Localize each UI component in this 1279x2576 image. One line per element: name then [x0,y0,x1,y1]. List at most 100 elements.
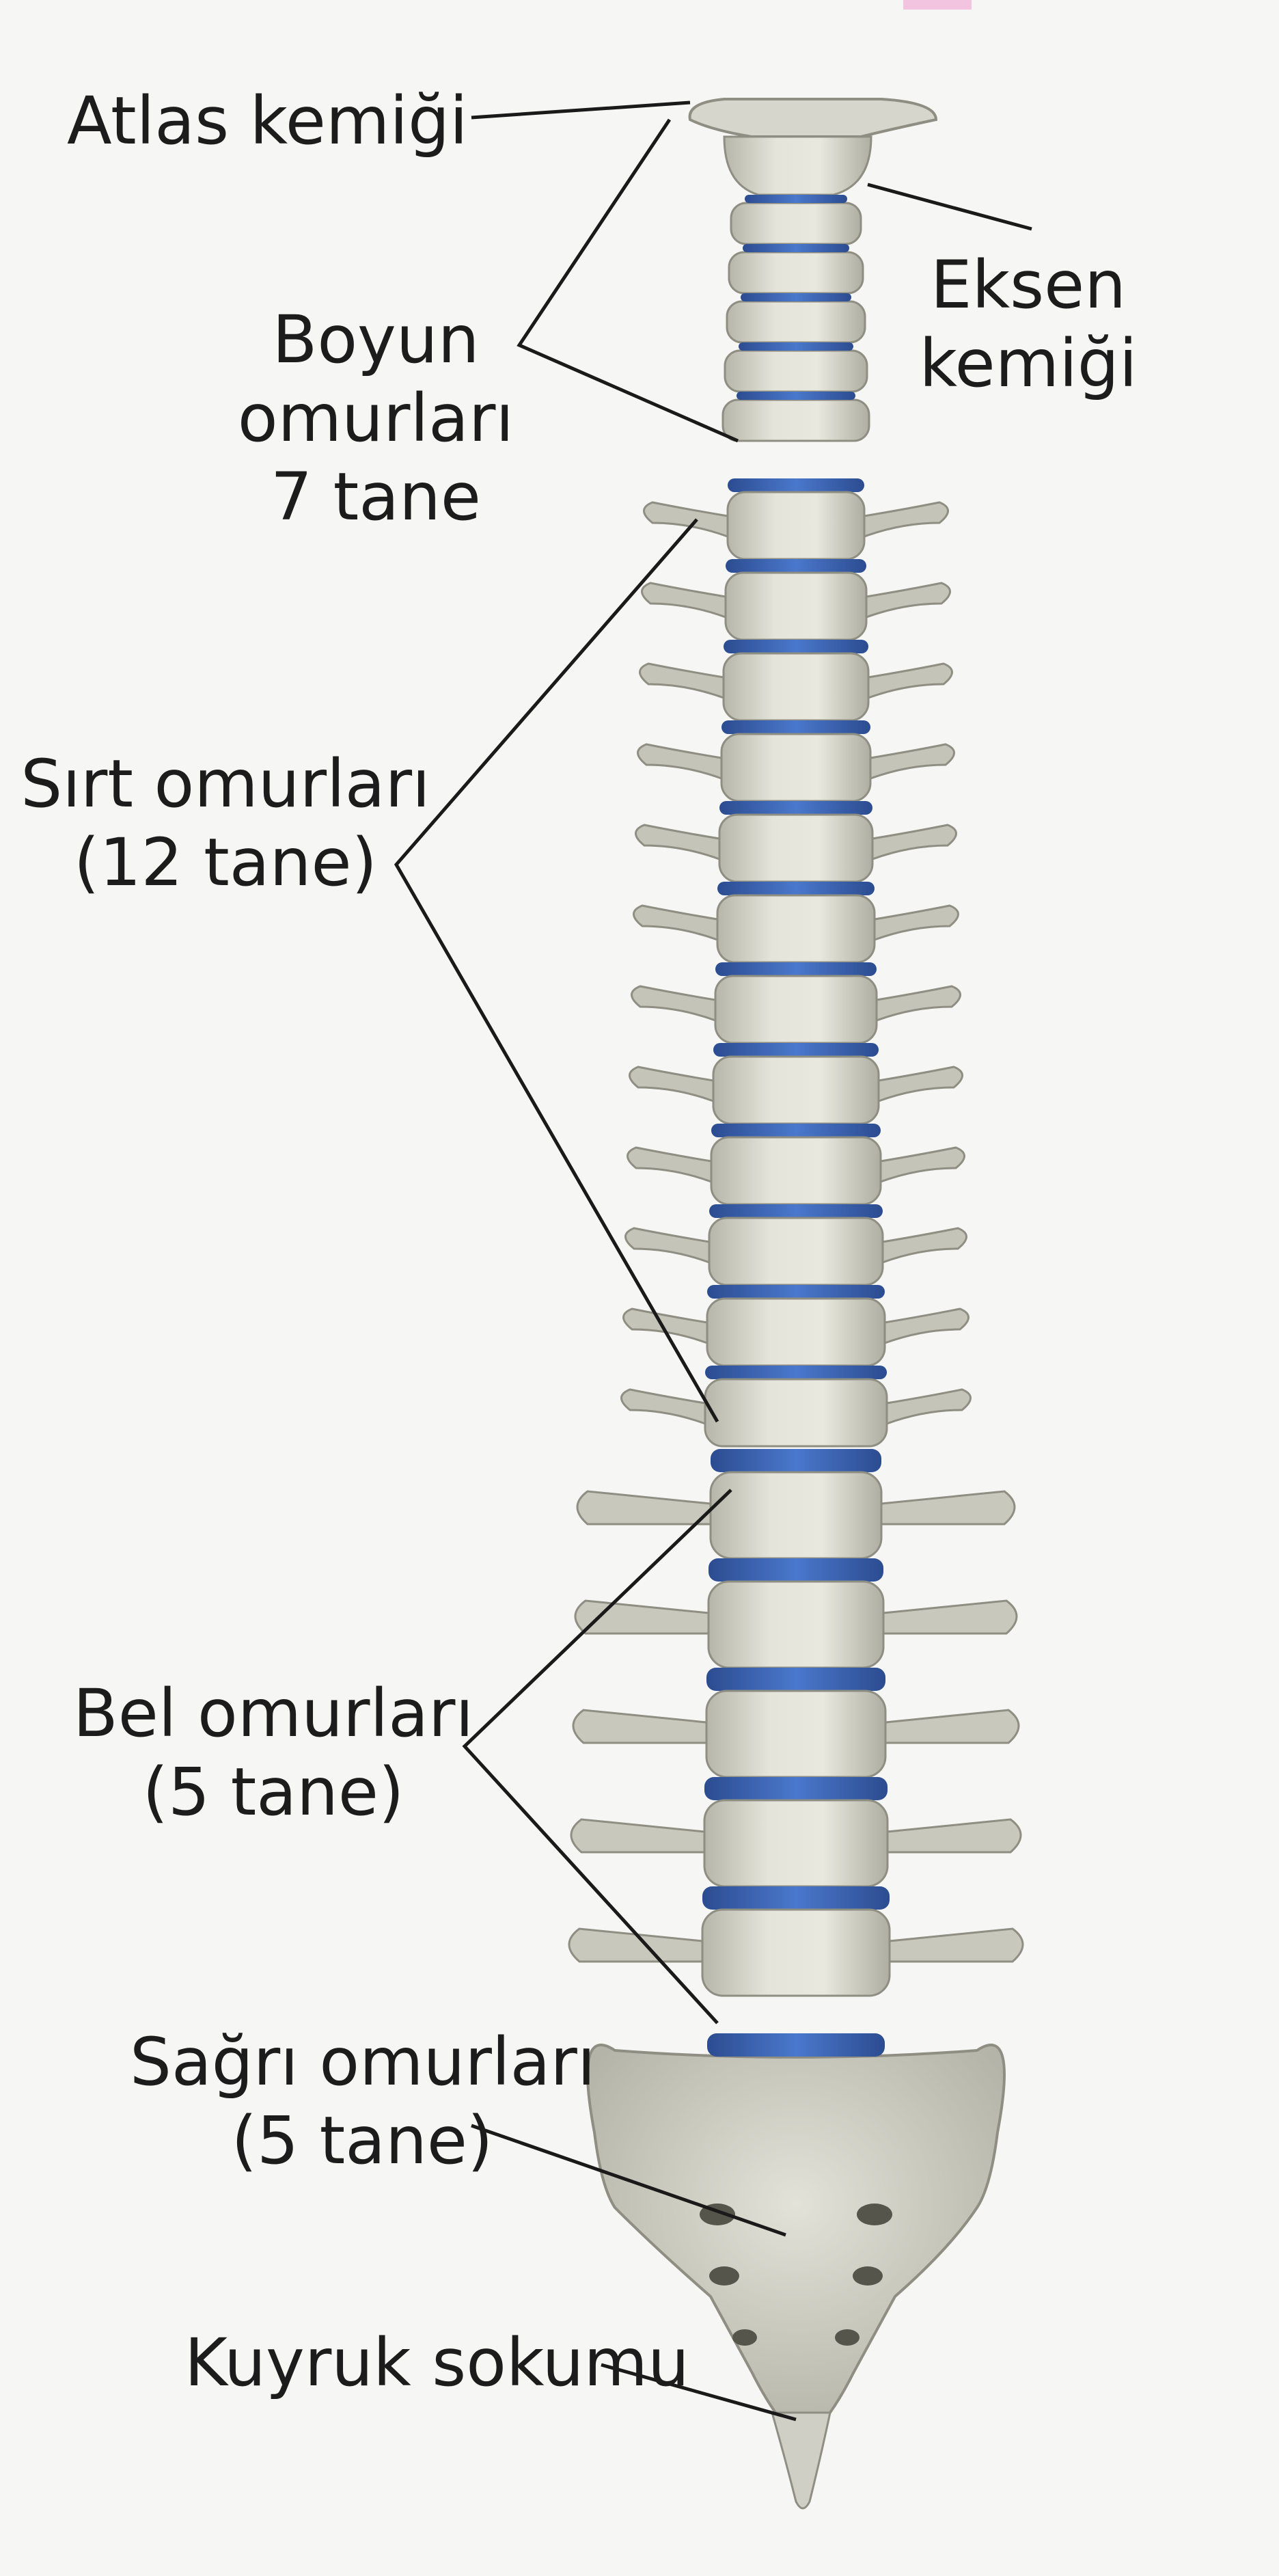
intervertebral-disc [704,1777,888,1800]
transverse-process [863,501,949,539]
intervertebral-disc [719,801,872,815]
transverse-process [643,501,729,539]
lumbar-label: Bel omurları (5 tane) [68,1675,478,1832]
atlas-leader-line [471,100,691,120]
thoracic-vertebra [720,733,872,802]
sacral-foramen [732,2329,757,2346]
transverse-process [622,1307,709,1345]
intervertebral-disc [711,1449,881,1472]
thoracic-label-line2: (12 tane) [74,824,377,901]
intervertebral-disc [743,244,849,252]
intervertebral-disc [724,640,868,653]
transverse-process [886,1818,1022,1854]
lumbar-vertebra [701,1908,891,1997]
sacral-leader-line [471,2124,786,2237]
transverse-process [880,1490,1016,1526]
cervical-vertebra [730,202,862,245]
transverse-process [576,1490,712,1526]
intervertebral-disc [726,559,866,573]
cervical-vertebra [724,349,868,393]
intervertebral-disc [711,1124,881,1137]
cervical-label-line3: 7 tane [271,459,481,536]
intervertebral-disc [739,342,853,351]
cervical-vertebra [721,398,870,442]
atlas-label: Atlas kemiği [67,83,468,159]
axis-leader-line [867,182,1032,231]
cervical-vertebra [728,251,864,295]
transverse-process [888,1927,1024,1963]
intervertebral-disc [715,962,877,976]
intervertebral-disc [728,478,864,492]
lumbar-vertebra [705,1690,887,1778]
transverse-process [635,824,721,861]
transverse-process [639,662,725,700]
leader-lines [394,100,1032,2422]
sacral-label-line2: (5 tane) [231,2102,493,2180]
axis-label-line1: Eksen [930,247,1127,323]
coccyx-bone [771,2411,831,2510]
transverse-process [620,1388,706,1426]
intervertebral-disc [707,2033,885,2057]
coccyx-leader-line [601,2363,797,2422]
lumbar-label-line1: Bel omurları [72,1675,474,1752]
lumbar-vertebra [703,1799,889,1888]
sacral-foramen [853,2266,883,2286]
intervertebral-disc [707,1285,885,1299]
sacral-label-line1: Sağrı omurları [130,2024,596,2100]
lumbar-label-line2: (5 tane) [142,1754,404,1831]
sacral-foramen [857,2204,892,2225]
thoracic-vertebra [726,491,866,560]
thoracic-vertebra [716,894,876,964]
transverse-process [641,582,727,619]
cervical-vertebra [726,300,866,344]
intervertebral-disc [709,1204,883,1218]
transverse-process [882,1599,1018,1635]
thoracic-vertebra [722,652,870,722]
transverse-process [885,1388,972,1426]
thoracic-vertebra [712,1055,880,1125]
transverse-process [637,743,723,781]
intervertebral-disc [709,1558,883,1582]
transverse-process [881,1227,967,1264]
cervical-leader-line [517,118,739,443]
thoracic-vertebra [708,1217,884,1286]
thoracic-leader-line [394,518,719,1423]
transverse-process [627,1146,713,1184]
transverse-process [574,1599,710,1635]
cervical-label-line1: Boyun [272,301,480,378]
cervical-label-line2: omurları [237,380,514,457]
sacral-foramen [835,2329,859,2346]
lumbar-vertebra [709,1471,883,1560]
transverse-process [633,904,719,942]
thoracic-vertebra [706,1297,886,1367]
intervertebral-disc [745,195,847,203]
intervertebral-disc [717,882,875,895]
transverse-process [869,743,955,781]
intervertebral-disc [721,720,870,734]
axis-label: Eksen kemiği [902,246,1155,403]
intervertebral-disc [706,1668,885,1691]
thoracic-label: Sırt omurları (12 tane) [14,745,437,902]
transverse-process [867,662,953,700]
intervertebral-disc [705,1366,887,1379]
transverse-process [884,1709,1020,1744]
transverse-process [572,1709,708,1744]
lumbar-leader-line [462,1489,732,2024]
transverse-process [624,1227,711,1264]
coccyx-label: Kuyruk sokumu [184,2324,689,2401]
axis-label-line2: kemiği [919,325,1138,403]
sacrum [586,2044,1006,2443]
intervertebral-disc [737,392,855,400]
vertebral-column [568,195,1024,2057]
transverse-process [865,582,951,619]
atlas-bone [688,98,938,138]
thoracic-vertebra [710,1136,882,1206]
cervical-label: Boyun omurları 7 tane [219,301,533,537]
intervertebral-disc [713,1043,879,1057]
transverse-process [629,1066,715,1103]
transverse-process [883,1307,969,1345]
transverse-process [877,1066,963,1103]
lumbar-vertebra [707,1580,885,1669]
thoracic-vertebra [704,1378,888,1448]
